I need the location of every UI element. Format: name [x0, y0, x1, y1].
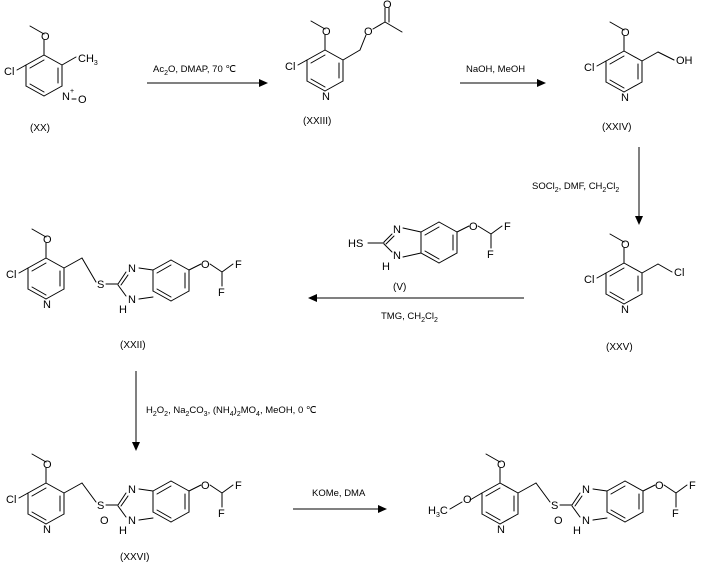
xxii-fluorine-2: F	[218, 287, 225, 299]
compound-xxiv: O Cl N OH (XXIV)	[584, 21, 693, 133]
xxii-imidazole-h: H	[119, 304, 127, 316]
xxvi-fluorine-2: F	[218, 508, 225, 520]
compound-xxv: O Cl N Cl (XXV)	[584, 233, 684, 353]
xxiii-label: (XXIII)	[303, 116, 331, 127]
xxii-imidazole-n: N	[128, 263, 136, 275]
product-3-oxygen: O	[497, 459, 506, 471]
xxvi-imidazole-n: N	[128, 484, 136, 496]
product-fluorine-1: F	[689, 480, 696, 492]
arrow-step6: KOMe, DMA	[293, 488, 387, 513]
xxii-label: (XXII)	[120, 340, 146, 351]
xxiv-chlorine: Cl	[584, 62, 594, 74]
v-thiol: HS	[348, 238, 363, 250]
xxiii-oxygen: O	[322, 26, 331, 38]
xxv-oxygen: O	[621, 239, 630, 251]
xxii-fluorine-1: F	[235, 259, 242, 271]
xxiii-chlorine: Cl	[285, 61, 295, 73]
product-methyl: H3C	[428, 505, 448, 519]
xxvi-sulfoxide-oxygen: O	[100, 515, 109, 527]
step3-conditions: SOCl2, DMF, CH2Cl2	[532, 181, 619, 194]
xx-nitrogen: N	[62, 91, 70, 103]
xxii-imidazole-nh: N	[128, 294, 136, 306]
xxii-sulfur: S	[97, 279, 104, 291]
xxvi-nitrogen: N	[43, 524, 51, 536]
step6-conditions: KOMe, DMA	[312, 488, 366, 499]
v-ether-oxygen: O	[469, 221, 478, 233]
xxiii-nitrogen: N	[322, 91, 330, 103]
xxv-chlorine: Cl	[584, 274, 594, 286]
step1-conditions: Ac2O, DMAP, 70 ℃	[153, 64, 236, 77]
xx-oxygen: O	[41, 31, 50, 43]
xxvi-ether-oxygen: O	[201, 480, 210, 492]
product-sulfur: S	[551, 500, 558, 512]
v-imidazole-h: H	[382, 261, 390, 273]
xxvi-oxygen: O	[43, 459, 52, 471]
xxiii-ester-oxygen: O	[364, 26, 373, 38]
step5-conditions: H2O2, Na2CO3, (NH4)2MO4, MeOH, 0 ℃	[146, 405, 317, 418]
xxvi-sulfur: S	[97, 500, 104, 512]
compound-product: O O H3C N S O N N H O F F	[428, 453, 696, 537]
xxv-label: (XXV)	[606, 342, 633, 353]
compound-xxiii: O Cl N O O (XXIII)	[285, 0, 403, 127]
xxvi-fluorine-1: F	[235, 480, 242, 492]
xxii-oxygen: O	[43, 234, 52, 246]
compound-v: N N H HS O F F (V)	[348, 221, 511, 293]
product-nitrogen: N	[497, 524, 505, 536]
xxvi-imidazole-h: H	[119, 525, 127, 537]
product-4-oxygen: O	[463, 494, 472, 506]
xx-chlorine: Cl	[4, 66, 14, 78]
arrow-step3: SOCl2, DMF, CH2Cl2	[532, 147, 643, 225]
xx-n-oxide-oxygen: O	[78, 94, 87, 106]
xxii-chlorine: Cl	[6, 269, 16, 281]
product-sulfoxide-oxygen: O	[554, 515, 563, 527]
v-label: (V)	[393, 282, 406, 293]
xxv-chloromethyl-cl: Cl	[674, 267, 684, 279]
v-imidazole-n: N	[393, 224, 401, 236]
xxvi-imidazole-nh: N	[128, 515, 136, 527]
compound-xxvi: O Cl N S O N N H O F F (XXVI)	[6, 453, 242, 563]
product-imidazole-n: N	[582, 484, 590, 496]
arrow-step4: TMG, CH2Cl2	[308, 294, 524, 324]
product-imidazole-nh: N	[582, 515, 590, 527]
xxiv-label: (XXIV)	[602, 122, 631, 133]
xxiii-carbonyl-oxygen: O	[383, 0, 392, 11]
xxv-nitrogen: N	[621, 304, 629, 316]
step2-conditions: NaOH, MeOH	[466, 64, 525, 75]
product-ether-oxygen: O	[655, 480, 664, 492]
v-fluorine-2: F	[487, 249, 494, 261]
arrow-step1: Ac2O, DMAP, 70 ℃	[147, 64, 268, 87]
xxiv-nitrogen: N	[621, 92, 629, 104]
xxiv-hydroxyl: OH	[676, 55, 693, 67]
xx-methyl: CH3	[78, 53, 98, 67]
compound-xxii: O Cl N S N N H O F F (XXII)	[6, 228, 242, 351]
arrow-step5: H2O2, Na2CO3, (NH4)2MO4, MeOH, 0 ℃	[132, 371, 317, 451]
compound-xx: O Cl N + O CH3 (XX)	[4, 25, 98, 134]
xxvi-label: (XXVI)	[120, 552, 149, 563]
product-imidazole-h: H	[573, 525, 581, 537]
xxiv-oxygen: O	[621, 27, 630, 39]
product-fluorine-2: F	[672, 508, 679, 520]
xxii-nitrogen: N	[43, 299, 51, 311]
v-fluorine-1: F	[504, 221, 511, 233]
v-imidazole-nh: N	[393, 250, 401, 262]
xxvi-chlorine: Cl	[6, 494, 16, 506]
xx-label: (XX)	[30, 123, 50, 134]
xx-plus: +	[70, 88, 74, 95]
arrow-step2: NaOH, MeOH	[460, 64, 546, 87]
xxii-ether-oxygen: O	[201, 259, 210, 271]
step4-conditions: TMG, CH2Cl2	[381, 311, 438, 324]
